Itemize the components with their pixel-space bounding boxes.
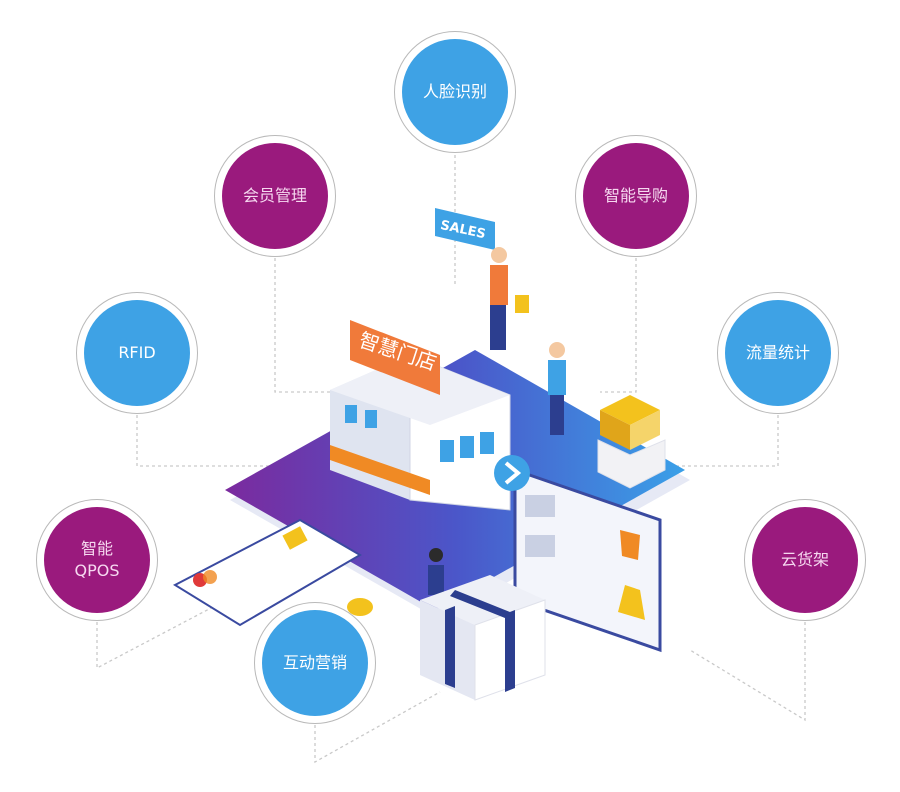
arrow-badge: [494, 455, 530, 491]
credit-card: [172, 518, 362, 627]
coin: [347, 598, 373, 616]
node-label: 智能 QPOS: [44, 507, 150, 613]
node-label: RFID: [84, 300, 190, 406]
node-interactive-marketing[interactable]: 互动营销: [254, 602, 376, 724]
node-rfid[interactable]: RFID: [76, 292, 198, 414]
node-smart-guide[interactable]: 智能导购: [575, 135, 697, 257]
boxes: [597, 395, 666, 489]
node-face-recognition[interactable]: 人脸识别: [394, 31, 516, 153]
tablet-shelf: [513, 467, 662, 653]
node-traffic-stats[interactable]: 流量统计: [717, 292, 839, 414]
node-label: 会员管理: [222, 143, 328, 249]
people: [428, 247, 566, 595]
node-label: 互动营销: [262, 610, 368, 716]
node-label: 智能导购: [583, 143, 689, 249]
gift-box: [420, 575, 546, 701]
sales-sign-board: [435, 208, 495, 250]
connector-lines: [96, 155, 806, 764]
node-member-management[interactable]: 会员管理: [214, 135, 336, 257]
node-label: 流量统计: [725, 300, 831, 406]
node-label: 人脸识别: [402, 39, 508, 145]
node-label: 云货架: [752, 507, 858, 613]
store-building: [330, 320, 511, 511]
node-smart-qpos[interactable]: 智能 QPOS: [36, 499, 158, 621]
node-cloud-shelf[interactable]: 云货架: [744, 499, 866, 621]
